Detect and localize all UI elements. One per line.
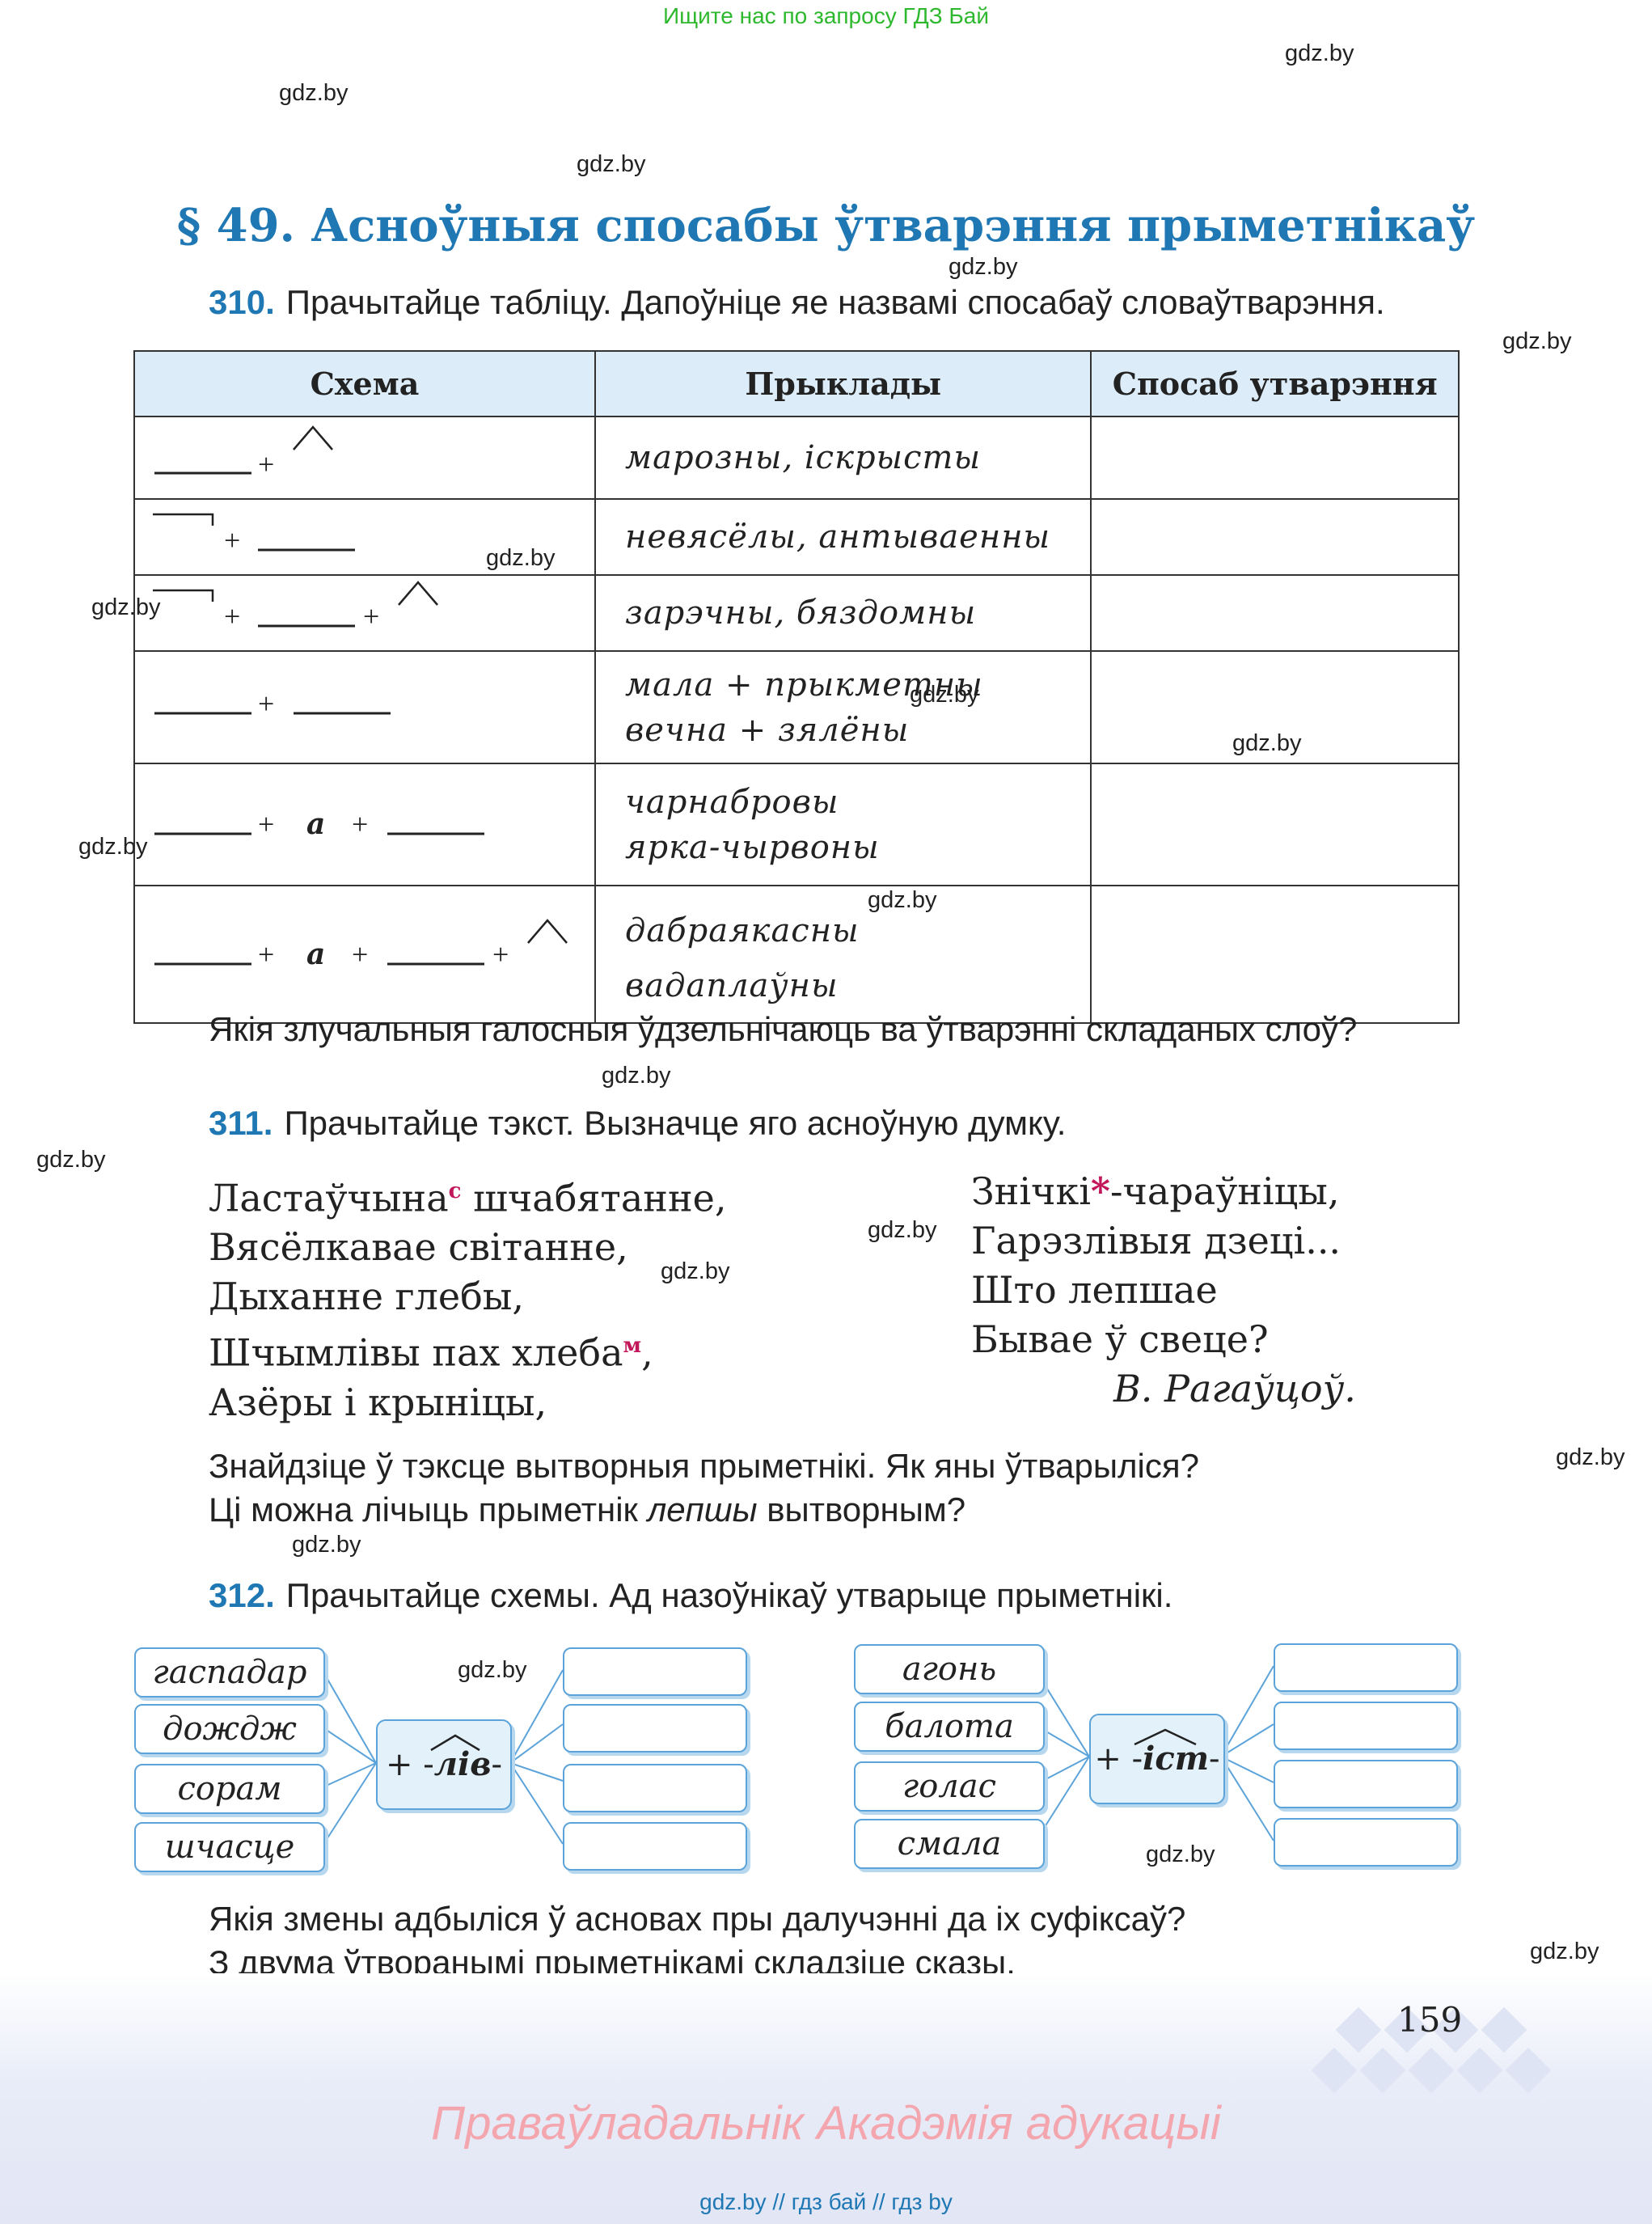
page-number: 159 — [1397, 2000, 1463, 2040]
svg-text:+: + — [258, 687, 274, 720]
answer-box[interactable] — [563, 1764, 747, 1812]
answer-box[interactable] — [563, 1822, 747, 1871]
answer-box[interactable] — [1274, 1760, 1458, 1808]
watermark: gdz.by — [279, 80, 349, 106]
method-answer-cell[interactable] — [1090, 763, 1460, 886]
svg-text:+: + — [492, 938, 509, 970]
watermark: gdz.by — [292, 1532, 361, 1558]
scheme-diagram: + — [153, 513, 355, 556]
watermark: gdz.by — [868, 1217, 937, 1243]
svg-text:а: а — [306, 807, 325, 841]
task-310-instruction: 310.Прачытайце табліцу. Дапоўніце яе наз… — [209, 283, 1385, 321]
noun-box: балота — [854, 1702, 1045, 1752]
watermark: gdz.by — [36, 1147, 106, 1173]
footer-band — [0, 1973, 1652, 2224]
svg-text:+: + — [258, 808, 274, 840]
svg-text:+: + — [363, 600, 379, 632]
answer-box[interactable] — [563, 1704, 747, 1753]
poem-author: В. Рагаўцоў. — [1113, 1367, 1356, 1410]
svg-text:а: а — [306, 937, 325, 971]
answer-box[interactable] — [1274, 1702, 1458, 1750]
noun-box: гаспадар — [134, 1647, 325, 1698]
suffix-mark — [1134, 1728, 1197, 1746]
scheme-diagram: + — [154, 687, 391, 720]
scheme-diagram: + + — [153, 581, 438, 632]
examples-cell: зарэчны, бяздомны — [594, 574, 1092, 652]
watermark: gdz.by — [661, 1258, 730, 1284]
word-formation-table: Схема Прыклады Спосаб утварэння + марозн… — [133, 350, 1460, 1024]
task-number: 312. — [209, 1576, 275, 1614]
svg-text:+: + — [258, 448, 274, 480]
method-answer-cell[interactable] — [1090, 885, 1460, 1024]
task-310-question: Якія злучальныя галосныя ўдзельнічаюць в… — [209, 1010, 1358, 1048]
header-examples: Прыклады — [594, 350, 1092, 417]
noun-box: агонь — [854, 1644, 1045, 1694]
task-312-question-1: Якія змены адбыліся ў асновах пры далучэ… — [209, 1900, 1186, 1938]
svg-text:+: + — [352, 938, 368, 970]
watermark: gdz.by — [1285, 40, 1354, 66]
suffix-box-liv: + -лів- — [376, 1719, 512, 1810]
examples-cell: мала + прыкметны вечна + зялёны — [594, 650, 1092, 764]
watermark: gdz.by — [1146, 1841, 1215, 1867]
poem-left-column: Ластаўчынас шчабятанне, Вясёлкавае світа… — [209, 1176, 727, 1424]
poem-right-column: Знічкі*-чараўніцы, Гарэзлівыя дзеці... Ш… — [971, 1167, 1356, 1414]
task-311-instruction: 311.Прачытайце тэкст. Вызначце яго асноў… — [209, 1104, 1067, 1142]
scheme-cell: + — [133, 498, 596, 576]
scheme-cell: + — [133, 416, 596, 500]
watermark: gdz.by — [458, 1657, 527, 1683]
method-answer-cell[interactable] — [1090, 574, 1460, 652]
examples-cell: чарнабровы ярка-чырвоны — [594, 763, 1092, 886]
examples-cell: дабраякасны вадаплаўны — [594, 885, 1092, 1024]
watermark: gdz.by — [1556, 1444, 1625, 1470]
scheme-diagram: + а + — [154, 807, 484, 841]
scheme-cell: + а + + — [133, 885, 596, 1024]
answer-box[interactable] — [1274, 1643, 1458, 1692]
task-311-question-1: Знайдзіце ў тэксце вытворныя прыметнікі.… — [209, 1447, 1199, 1485]
examples-cell: марозны, іскрысты — [594, 416, 1092, 500]
header-scheme: Схема — [133, 350, 596, 417]
noun-box: сорам — [134, 1764, 325, 1814]
noun-box: смала — [854, 1819, 1045, 1869]
top-banner[interactable]: Ищите нас по запросу ГДЗ Бай — [662, 3, 990, 28]
noun-box: шчасце — [134, 1822, 325, 1872]
task-311-question-2: Ці можна лічыць прыметнік лепшы вытворны… — [209, 1490, 966, 1528]
svg-text:+: + — [224, 524, 240, 556]
scheme-cell: + — [133, 650, 596, 764]
scheme-diagram: + а + + — [154, 919, 568, 971]
examples-cell: невясёлы, антываенны — [594, 498, 1092, 576]
noun-box: голас — [854, 1761, 1045, 1812]
answer-box[interactable] — [1274, 1818, 1458, 1867]
scheme-cell: + а + — [133, 763, 596, 886]
answer-box[interactable] — [563, 1647, 747, 1696]
svg-text:+: + — [352, 808, 368, 840]
scheme-cell: + + — [133, 574, 596, 652]
watermark: gdz.by — [602, 1063, 671, 1089]
scheme-diagram: + — [154, 425, 333, 480]
task-number: 310. — [209, 283, 275, 321]
watermark: gdz.by — [577, 151, 646, 177]
rights-holder: Праваўладальнік Акадэмія адукацыі — [431, 2097, 1221, 2150]
asterisk-mark: * — [1090, 1169, 1110, 1213]
header-method: Спосаб утварэння — [1090, 350, 1460, 417]
svg-text:+: + — [224, 600, 240, 632]
watermark: gdz.by — [1502, 328, 1572, 354]
task-312-instruction: 312.Прачытайце схемы. Ад назоўнікаў утва… — [209, 1576, 1173, 1614]
bottom-links[interactable]: gdz.by // гдз бай // гдз by — [699, 2189, 953, 2214]
suffix-box-ist: + -іст- — [1089, 1714, 1225, 1804]
method-answer-cell[interactable] — [1090, 650, 1460, 764]
svg-text:+: + — [258, 938, 274, 970]
decorative-diamonds — [1311, 2006, 1552, 2094]
suffix-mark — [430, 1734, 480, 1752]
watermark: gdz.by — [1530, 1939, 1599, 1964]
method-answer-cell[interactable] — [1090, 498, 1460, 576]
task-number: 311. — [209, 1104, 273, 1142]
section-heading: § 49. Асноўныя спосабы ўтварэння прыметн… — [176, 199, 1476, 252]
footnote-mark-m: м — [623, 1334, 642, 1359]
noun-box: дождж — [134, 1704, 325, 1754]
footnote-mark-c: с — [448, 1179, 462, 1203]
method-answer-cell[interactable] — [1090, 416, 1460, 500]
watermark: gdz.by — [949, 254, 1018, 280]
